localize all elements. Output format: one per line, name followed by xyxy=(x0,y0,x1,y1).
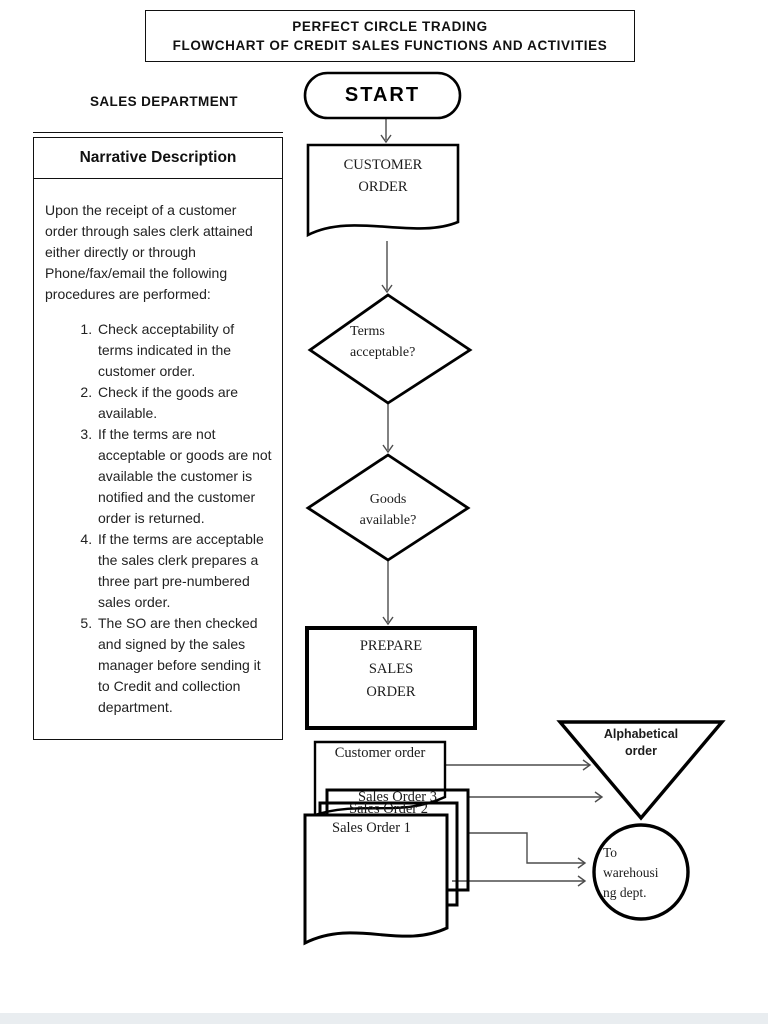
document-title-box: PERFECT CIRCLE TRADING FLOWCHART OF CRED… xyxy=(145,10,635,62)
alphabetical-order-file-triangle-shape xyxy=(556,720,726,821)
goods-available-label: Goods available? xyxy=(359,492,417,528)
narrative-intro: Upon the receipt of a customer order thr… xyxy=(45,202,253,302)
prepare-sales-order-process-shape xyxy=(305,626,477,730)
arrowhead-down-icon xyxy=(382,444,394,454)
connector-so2-to-warehouse xyxy=(468,832,584,864)
stack-customer-order-document-shape xyxy=(313,740,447,817)
narrative-step: Check acceptability of terms indicated i… xyxy=(96,319,272,382)
narrative-steps-list: Check acceptability of terms indicated i… xyxy=(45,319,272,718)
customer-order-document-shape xyxy=(306,143,460,238)
narrative-step: The SO are then checked and signed by th… xyxy=(96,613,272,718)
sales-order-1-document-shape xyxy=(303,813,449,946)
narrative-step: If the terms are not acceptable or goods… xyxy=(96,424,272,529)
page-bottom-gap xyxy=(0,1013,768,1024)
narrative-step: If the terms are acceptable the sales cl… xyxy=(96,529,272,613)
sales-order-3-label: Sales Order 3 xyxy=(358,789,437,805)
title-line-2: FLOWCHART OF CREDIT SALES FUNCTIONS AND … xyxy=(172,38,608,53)
arrowhead-down-icon xyxy=(380,134,392,144)
narrative-step: Check if the goods are available. xyxy=(96,382,272,424)
title-line-1: PERFECT CIRCLE TRADING xyxy=(292,19,488,34)
narrative-panel: Narrative Description Upon the receipt o… xyxy=(33,137,283,740)
narrative-top-rule xyxy=(33,132,283,133)
terms-acceptable-label: Terms acceptable? xyxy=(350,324,416,360)
sales-order-2-label: Sales Order 2 xyxy=(349,801,428,817)
narrative-header: Narrative Description xyxy=(34,138,282,179)
terms-acceptable-decision-shape xyxy=(307,293,473,405)
prepare-sales-order-label: PREPARE SALES ORDER xyxy=(359,638,423,700)
warehouse-dept-label: To warehousi ng dept. xyxy=(603,845,659,900)
arrowhead-right-icon xyxy=(577,875,587,887)
goods-available-decision-shape xyxy=(305,453,471,562)
department-heading: SALES DEPARTMENT xyxy=(90,94,238,109)
customer-order-label: CUSTOMER ORDER xyxy=(343,157,423,195)
arrowhead-right-icon xyxy=(577,857,587,869)
narrative-body: Upon the receipt of a customer order thr… xyxy=(34,179,282,718)
warehouse-connector-circle-shape xyxy=(592,823,690,921)
sales-order-1-label: Sales Order 1 xyxy=(332,820,411,836)
arrowhead-right-icon xyxy=(582,759,592,771)
start-terminator-shape xyxy=(303,71,462,120)
alphabetical-order-label: Alphabetical order xyxy=(603,727,679,758)
start-label: START xyxy=(344,84,421,106)
stack-customer-order-label: Customer order xyxy=(334,745,426,761)
arrowhead-down-icon xyxy=(381,284,393,294)
arrowhead-down-icon xyxy=(382,616,394,626)
arrowhead-right-icon xyxy=(594,791,604,803)
